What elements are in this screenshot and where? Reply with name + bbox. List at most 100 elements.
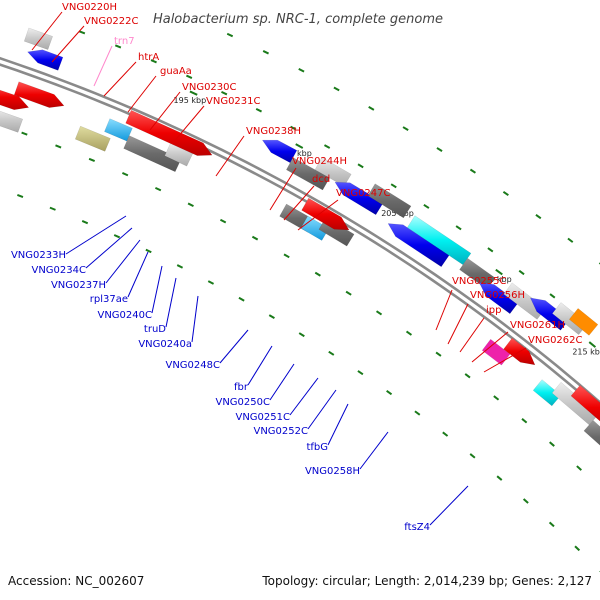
track-tick [469,168,476,174]
track-tick [567,237,574,243]
scale-tick [588,341,597,348]
reverse-gene-label: ftsZ4 [404,522,430,533]
gene-feature [104,118,133,142]
topology-text: Topology: circular; Length: 2,014,239 bp… [261,574,592,588]
track-tick [114,44,122,49]
forward-gene-leader [471,331,509,363]
track-tick [368,106,375,111]
track-tick [386,389,393,396]
track-tick [402,126,409,132]
track-tick [290,125,297,131]
reverse-gene-label: VNG0240C [97,310,152,321]
forward-gene-label: VNG0247C [336,188,391,199]
track-tick [435,351,442,357]
gene-feature [301,197,350,231]
forward-gene-leader [283,185,315,221]
track-tick [576,465,582,471]
gene-feature [387,223,450,268]
track-tick [496,475,503,481]
track-tick [207,280,215,285]
track-tick [154,186,162,192]
gene-feature [74,125,111,152]
track-tick [535,213,542,220]
track-tick [549,293,556,299]
forward-gene-label: dcd [312,174,330,185]
forward-gene-label: VNG0222C [84,16,139,27]
track-tick [357,370,364,376]
track-tick [423,203,430,209]
track-tick [469,453,476,459]
track-tick [375,310,383,316]
reverse-gene-leader [165,277,177,328]
track-tick [221,90,228,96]
track-tick [49,206,56,211]
reverse-gene-label: VNG0234C [31,265,86,276]
track-tick [226,32,234,38]
accession-text: Accession: NC_002607 [8,574,144,588]
reverse-gene-label: VNG0233H [11,250,66,261]
reverse-gene-label: fbr [234,382,249,393]
track-tick [176,264,184,269]
scale-label: 215 kbp [572,348,600,357]
reverse-gene-leader [307,389,337,430]
gene-feature [568,308,599,336]
reverse-gene-leader [151,265,163,314]
track-tick [502,190,509,197]
backbone-line-inner [0,56,600,405]
reverse-gene-leader [247,345,273,386]
track-tick [150,59,157,64]
trna-gene-label: trn7 [114,36,135,47]
reverse-gene-label: VNG0258H [305,466,360,477]
reverse-gene-leader [65,215,127,255]
gene-feature [125,109,213,156]
track-tick [521,418,528,424]
track-tick [255,107,262,113]
track-tick [81,220,89,225]
forward-gene-leader [149,91,181,131]
forward-gene-label: htrA [138,52,159,63]
track-tick [219,218,227,224]
reverse-gene-leader [359,431,389,470]
reverse-gene-leader [105,239,141,284]
gene-feature [13,81,65,108]
gene-feature [23,27,53,50]
reverse-gene-label: VNG0237H [51,280,106,291]
track-tick [522,498,529,504]
reverse-gene-label: rpl37ae [90,294,128,305]
track-tick [238,296,245,302]
track-tick [298,67,305,73]
reverse-gene-label: VNG0240a [138,339,192,350]
track-tick [390,183,397,189]
gene-feature [314,157,352,187]
track-tick [442,431,449,437]
track-tick [487,247,494,253]
track-tick [328,350,335,356]
track-tick [251,235,259,241]
forward-gene-leader [269,167,297,211]
forward-gene-leader [297,199,339,231]
gene-feature [0,89,30,110]
reverse-gene-leader [429,485,469,526]
gene-feature [334,181,384,216]
gene-feature [261,139,298,164]
track-tick [414,410,421,416]
track-tick [314,271,321,277]
forward-gene-leader [459,317,485,353]
reverse-gene-leader [191,295,199,343]
track-tick [436,147,443,152]
track-tick [455,225,462,231]
track-tick [549,441,555,447]
forward-gene-label: VNG0255C [452,276,507,287]
trna-gene-leader [93,45,113,87]
track-tick [405,330,413,336]
reverse-gene-label: tfbG [306,442,328,453]
track-tick [345,290,352,296]
forward-gene-leader [31,11,63,51]
track-tick [548,521,555,528]
reverse-gene-label: truD [144,324,166,335]
reverse-gene-leader [269,363,295,401]
forward-gene-label: VNG0230C [182,82,237,93]
track-tick [283,253,290,259]
scale-tick [295,143,304,149]
